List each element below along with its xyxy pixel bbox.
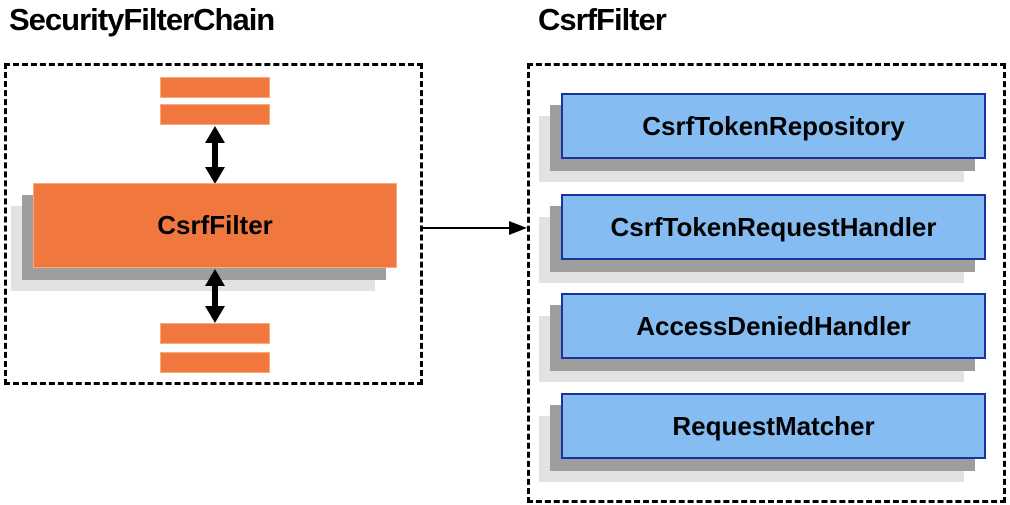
component-label: RequestMatcher bbox=[672, 410, 875, 441]
filter-bar bbox=[160, 77, 270, 98]
double-arrow-icon bbox=[204, 269, 226, 323]
component-box-access-denied-handler: AccessDeniedHandler bbox=[561, 293, 986, 359]
flow-arrow-icon bbox=[423, 221, 527, 235]
filter-bar bbox=[160, 352, 270, 373]
component-box-request-matcher: RequestMatcher bbox=[561, 393, 986, 459]
component-label: AccessDeniedHandler bbox=[636, 310, 911, 341]
component-label: CsrfTokenRepository bbox=[642, 110, 905, 141]
filter-bar bbox=[160, 323, 270, 344]
left-panel-title: SecurityFilterChain bbox=[9, 2, 275, 37]
filter-bar bbox=[160, 104, 270, 125]
csrf-filter-box: CsrfFilter bbox=[33, 183, 397, 268]
component-box-csrf-token-repository: CsrfTokenRepository bbox=[561, 93, 986, 159]
component-label: CsrfTokenRequestHandler bbox=[610, 211, 937, 242]
component-box-csrf-token-request-handler: CsrfTokenRequestHandler bbox=[561, 194, 986, 260]
csrf-filter-box-label: CsrfFilter bbox=[157, 210, 273, 240]
security-filter-chain-panel bbox=[4, 63, 423, 385]
double-arrow-icon bbox=[204, 126, 226, 184]
right-panel-title: CsrfFilter bbox=[538, 2, 667, 37]
csrf-filter-panel bbox=[527, 63, 1006, 503]
